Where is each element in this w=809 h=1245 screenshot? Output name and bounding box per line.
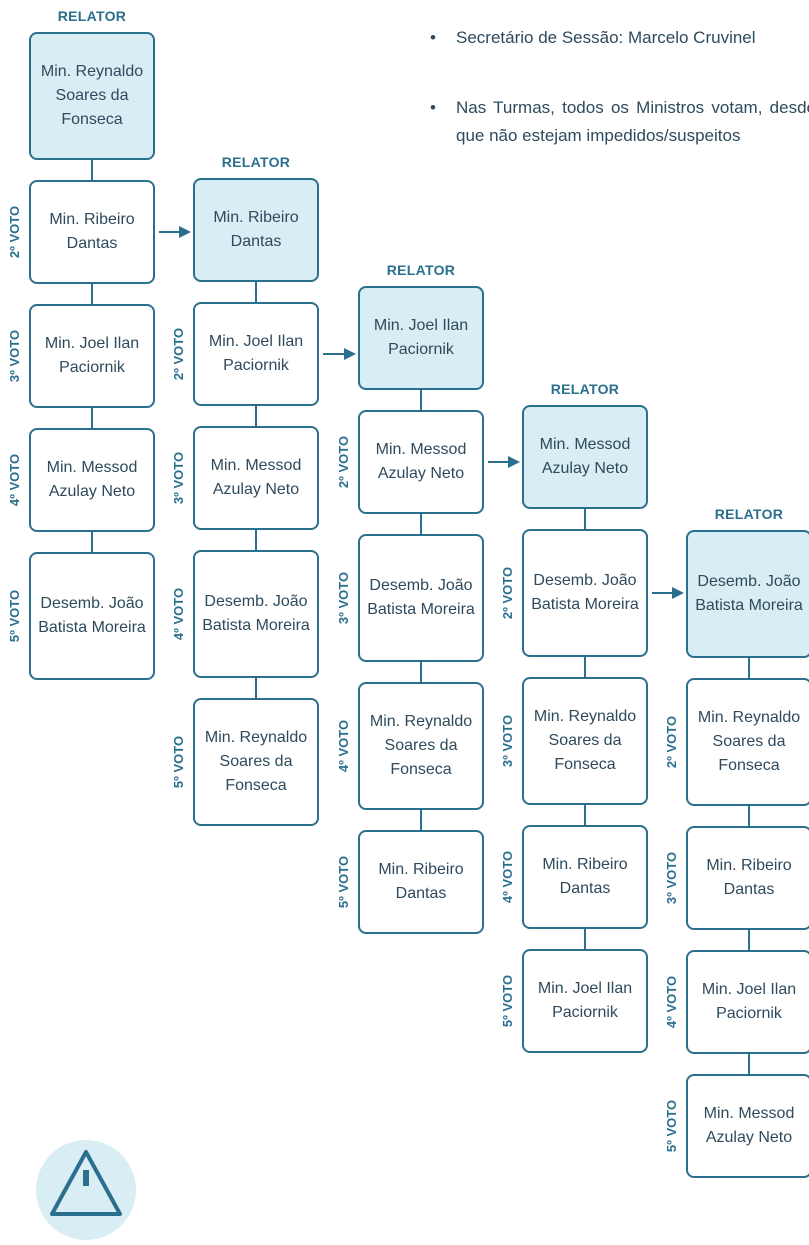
vote-order-label: 4º VOTO <box>500 850 515 904</box>
connector-line <box>255 530 257 550</box>
vote-order-label: 2º VOTO <box>171 327 186 381</box>
vote-order-label: 5º VOTO <box>7 589 22 643</box>
connector-line <box>748 1054 750 1074</box>
vote-box: Desemb. João Batista Moreira <box>358 534 484 662</box>
vote-box: Min. Joel Ilan Paciornik <box>522 949 648 1053</box>
connector-line <box>255 406 257 426</box>
warning-icon <box>36 1140 136 1240</box>
arrow-line <box>488 461 508 463</box>
bullet-icon: • <box>430 98 436 117</box>
vote-box: Min. Messod Azulay Neto <box>193 426 319 530</box>
arrow-line <box>323 353 344 355</box>
vote-order-label: 4º VOTO <box>7 453 22 507</box>
arrow-line <box>159 231 179 233</box>
vote-box: Min. Joel Ilan Paciornik <box>29 304 155 408</box>
arrow-right-icon <box>179 226 191 238</box>
vote-box: Min. Ribeiro Dantas <box>358 830 484 934</box>
vote-box: Min. Reynaldo Soares da Fonseca <box>193 698 319 826</box>
connector-line <box>748 930 750 950</box>
connector-line <box>420 662 422 682</box>
connector-line <box>255 282 257 302</box>
note-secretary: • Secretário de Sessão: Marcelo Cruvinel <box>426 24 809 52</box>
vote-order-label: 2º VOTO <box>500 566 515 620</box>
vote-order-label: 4º VOTO <box>171 587 186 641</box>
relator-box: Min. Joel Ilan Paciornik <box>358 286 484 390</box>
vote-order-label: 4º VOTO <box>336 719 351 773</box>
vote-box: Min. Reynaldo Soares da Fonseca <box>686 678 809 806</box>
note-secretary-text: Secretário de Sessão: Marcelo Cruvinel <box>456 28 756 47</box>
note-turmas-text: Nas Turmas, todos os Ministros votam, de… <box>456 98 809 145</box>
arrow-line <box>652 592 672 594</box>
connector-line <box>748 658 750 678</box>
vote-order-label: 5º VOTO <box>171 735 186 789</box>
vote-box: Desemb. João Batista Moreira <box>29 552 155 680</box>
vote-box: Min. Messod Azulay Neto <box>29 428 155 532</box>
connector-line <box>91 160 93 180</box>
vote-order-label: 5º VOTO <box>336 855 351 909</box>
vote-box: Min. Ribeiro Dantas <box>686 826 809 930</box>
note-turmas: • Nas Turmas, todos os Ministros votam, … <box>426 94 809 150</box>
connector-line <box>91 284 93 304</box>
vote-order-label: 4º VOTO <box>664 975 679 1029</box>
bullet-icon: • <box>430 28 436 47</box>
arrow-right-icon <box>508 456 520 468</box>
connector-line <box>584 805 586 825</box>
relator-box: Min. Reynaldo Soares da Fonseca <box>29 32 155 160</box>
vote-order-label: 3º VOTO <box>7 329 22 383</box>
arrow-right-icon <box>672 587 684 599</box>
relator-box: Min. Ribeiro Dantas <box>193 178 319 282</box>
relator-label: RELATOR <box>386 262 456 278</box>
vote-box: Desemb. João Batista Moreira <box>522 529 648 657</box>
warning-triangle-icon <box>50 1150 122 1216</box>
vote-box: Min. Messod Azulay Neto <box>358 410 484 514</box>
relator-label: RELATOR <box>714 506 784 522</box>
connector-line <box>584 929 586 949</box>
vote-box: Min. Joel Ilan Paciornik <box>193 302 319 406</box>
vote-order-label: 5º VOTO <box>664 1099 679 1153</box>
vote-box: Min. Ribeiro Dantas <box>522 825 648 929</box>
connector-line <box>255 678 257 698</box>
vote-box: Min. Ribeiro Dantas <box>29 180 155 284</box>
connector-line <box>748 806 750 826</box>
connector-line <box>584 657 586 677</box>
vote-box: Min. Reynaldo Soares da Fonseca <box>522 677 648 805</box>
vote-order-label: 5º VOTO <box>500 974 515 1028</box>
vote-order-label: 3º VOTO <box>171 451 186 505</box>
vote-order-label: 3º VOTO <box>500 714 515 768</box>
arrow-right-icon <box>344 348 356 360</box>
vote-order-label: 3º VOTO <box>336 571 351 625</box>
vote-order-label: 3º VOTO <box>664 851 679 905</box>
vote-order-label: 2º VOTO <box>664 715 679 769</box>
vote-order-label: 2º VOTO <box>7 205 22 259</box>
connector-line <box>420 514 422 534</box>
notes-list: • Secretário de Sessão: Marcelo Cruvinel… <box>426 24 809 150</box>
vote-order-label: 2º VOTO <box>336 435 351 489</box>
relator-label: RELATOR <box>221 154 291 170</box>
vote-box: Desemb. João Batista Moreira <box>193 550 319 678</box>
vote-box: Min. Joel Ilan Paciornik <box>686 950 809 1054</box>
vote-box: Min. Messod Azulay Neto <box>686 1074 809 1178</box>
relator-box: Desemb. João Batista Moreira <box>686 530 809 658</box>
connector-line <box>420 390 422 410</box>
connector-line <box>91 532 93 552</box>
relator-box: Min. Messod Azulay Neto <box>522 405 648 509</box>
vote-box: Min. Reynaldo Soares da Fonseca <box>358 682 484 810</box>
connector-line <box>420 810 422 830</box>
relator-label: RELATOR <box>57 8 127 24</box>
connector-line <box>584 509 586 529</box>
connector-line <box>91 408 93 428</box>
relator-label: RELATOR <box>550 381 620 397</box>
